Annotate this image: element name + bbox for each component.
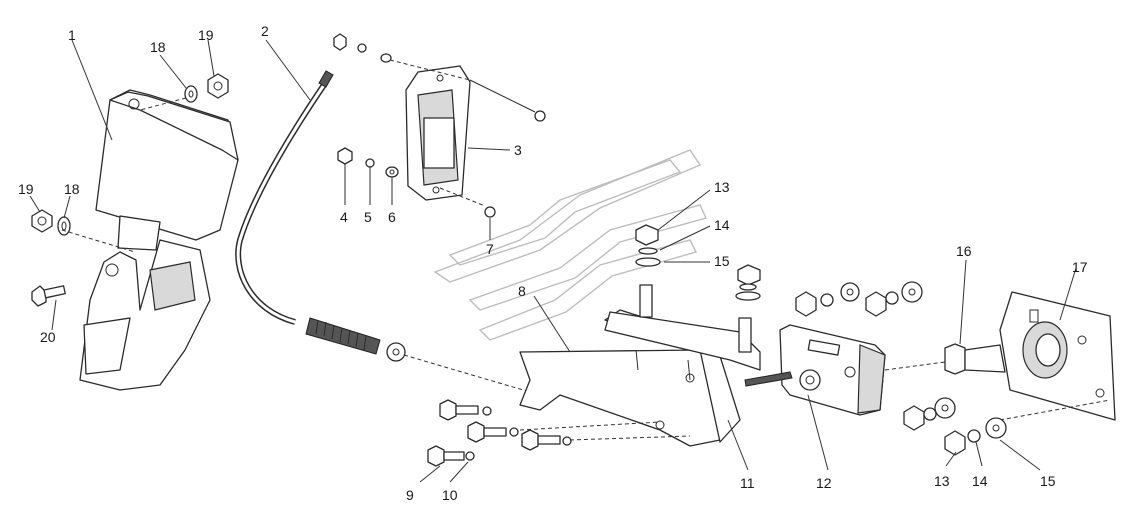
part-3-switch	[405, 65, 471, 201]
callout-3: 3	[514, 142, 522, 158]
hardware-stack-center	[635, 224, 761, 301]
bolts-9-10	[427, 399, 572, 467]
callout-14-top: 14	[714, 217, 730, 233]
watermark-logo	[433, 149, 707, 341]
callout-10: 10	[442, 487, 458, 503]
nut-19-top	[207, 73, 229, 99]
assembly-line	[139, 97, 187, 111]
callout-1: 1	[68, 27, 76, 43]
callout-7: 7	[486, 241, 494, 257]
callout-18-left: 18	[64, 181, 80, 197]
callout-18-top: 18	[150, 39, 166, 55]
washer-18-left	[57, 216, 71, 236]
callout-15-top: 15	[714, 253, 730, 269]
bolt-20	[31, 285, 66, 307]
callout-11: 11	[740, 475, 755, 491]
callout-12: 12	[816, 475, 832, 491]
nut-19-left	[31, 209, 53, 233]
callout-13-bottom: 13	[934, 473, 950, 489]
part-12-latch	[744, 324, 886, 416]
washer-5	[365, 158, 375, 168]
assembly-line	[999, 399, 1111, 421]
assembly-line	[61, 229, 136, 253]
callout-8: 8	[518, 283, 526, 299]
part-1-control-box	[95, 89, 239, 251]
part-11-plate	[604, 284, 761, 371]
hardware-row-right-bottom	[903, 397, 1007, 456]
part-2-cable	[235, 70, 406, 362]
callout-20: 20	[40, 329, 56, 345]
mounting-bracket	[79, 239, 211, 391]
assembly-line	[403, 354, 531, 393]
callout-6: 6	[388, 209, 396, 225]
washer-6	[385, 166, 399, 178]
callout-4: 4	[340, 209, 348, 225]
assembly-line	[519, 421, 691, 441]
callout-16: 16	[956, 243, 972, 259]
hardware-row-right-top	[795, 281, 923, 317]
screw-top	[469, 79, 546, 122]
callout-9: 9	[406, 487, 414, 503]
callout-2: 2	[261, 23, 269, 39]
assembly-line	[439, 187, 486, 207]
nut-4	[337, 147, 353, 165]
callout-19-top: 19	[198, 27, 214, 43]
callout-labels: 1 2 3 4 5 6 7 8 9 10 11 12 13 14 15 16 1…	[18, 23, 1088, 503]
callout-14-bottom: 14	[972, 473, 988, 489]
callout-19-left: 19	[18, 181, 34, 197]
part-17-striker-plate	[999, 291, 1116, 421]
callout-15-bottom: 15	[1040, 473, 1056, 489]
leader-lines	[344, 164, 393, 205]
callout-17: 17	[1072, 259, 1088, 275]
nut-top-row	[333, 33, 392, 63]
washer-18-top	[184, 85, 198, 103]
callout-5: 5	[364, 209, 372, 225]
assembly-line	[884, 361, 946, 371]
screw-7	[484, 206, 496, 218]
callout-leaders	[29, 39, 1077, 483]
callout-13-top: 13	[714, 179, 730, 195]
